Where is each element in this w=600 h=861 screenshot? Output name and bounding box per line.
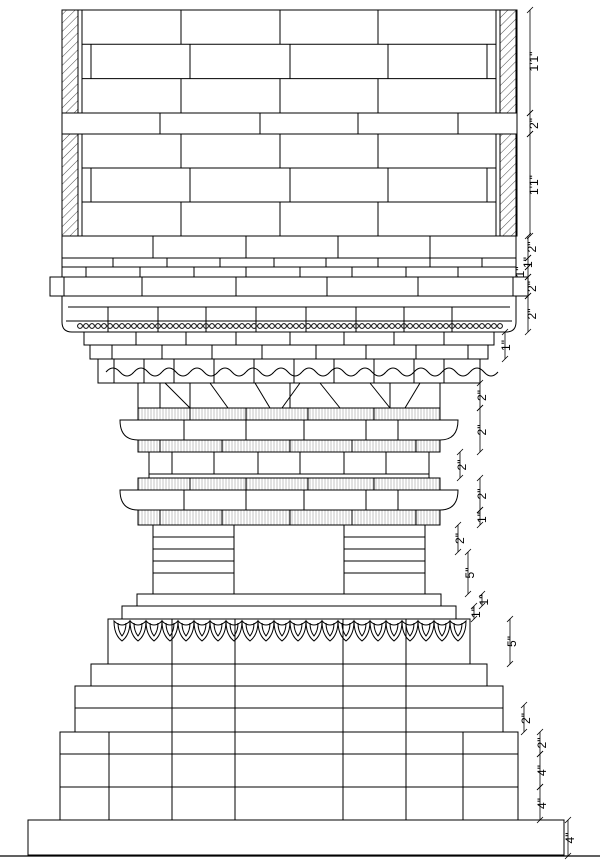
dim-slab-label: 2" [525, 281, 539, 292]
dim-cushion-upper: 2" [475, 404, 489, 456]
cornice [61, 295, 517, 333]
dim-pedestal-mid: 4" [535, 750, 549, 791]
bracket-zone [137, 382, 441, 409]
dim-cornice-label: 2" [525, 309, 539, 320]
abacus-block [49, 235, 529, 297]
upper-cushion [119, 407, 459, 453]
shaft-base [152, 524, 426, 595]
dim-shaft-upper-label: 1'1" [527, 52, 541, 72]
dim-pedestal-low: 4" [535, 783, 549, 824]
dim-cushion-step: 1" [475, 506, 489, 529]
dim-cushion-upper-label: 2" [475, 425, 489, 436]
dim-shaft-base-top: 2" [453, 521, 467, 556]
dim-neck: 2" [455, 448, 469, 482]
dim-shaft-lower: 1'1" [526, 130, 541, 240]
dim-pedestal-mid-label: 4" [535, 765, 549, 776]
lower-cushion [119, 477, 459, 526]
dim-plinth-steps-a-label: 1" [477, 595, 491, 606]
corbel-steps [83, 331, 499, 384]
pedestal-steps [59, 663, 519, 821]
dim-shaft-band: 2" [526, 109, 541, 138]
dim-abacus-top-c-label: 1" [513, 267, 527, 278]
dim-lotus-band: 5" [505, 615, 519, 668]
dim-shaft-base-label: 5" [463, 568, 477, 579]
dim-corbel-step-label: 1" [499, 340, 513, 351]
dim-plinth-steps-b: 1" [469, 602, 483, 623]
shaft-section [61, 9, 518, 237]
dim-plinth-steps-b-label: 1" [469, 607, 483, 618]
dim-abacus-top-a: 2" [524, 232, 539, 262]
dim-cornice: 2" [524, 292, 539, 336]
dim-abacus-top-a-label: 2" [525, 242, 539, 253]
plinth-steps [121, 593, 457, 620]
dim-shaft-band-label: 2" [527, 118, 541, 129]
dim-shaft-base: 5" [463, 548, 477, 598]
dim-pedestal-top: 2" [535, 728, 549, 758]
dim-shaft-base-top-label: 2" [453, 533, 467, 544]
dim-plinth-steps-a: 1" [477, 590, 491, 610]
dim-shaft-upper: 1'1" [526, 6, 541, 117]
dim-cushion-lower: 2" [475, 474, 489, 514]
dim-pedestal-top-label: 2" [535, 738, 549, 749]
dimension-annotations: 1'1"2"1'1"2"1"1"2"2"1"2"2"2"2"1"2"5"1"1"… [453, 6, 577, 860]
neck [148, 451, 430, 479]
dim-shaft-lower-label: 1'1" [527, 175, 541, 195]
dim-bracket-label: 2" [475, 390, 489, 401]
dim-cushion-lower-label: 2" [475, 489, 489, 500]
dim-steps-label: 2" [519, 713, 533, 724]
dim-base-slab-label: 4" [563, 833, 577, 844]
dim-base-slab: 4" [563, 816, 577, 860]
dim-steps: 2" [519, 701, 533, 736]
dim-cushion-step-label: 1" [475, 512, 489, 523]
dim-pedestal-low-label: 4" [535, 798, 549, 809]
dim-abacus-top-b-label: 1" [521, 257, 535, 268]
dim-corbel-step: 1" [499, 328, 513, 363]
lotus-band [107, 618, 471, 665]
dim-neck-label: 2" [455, 460, 469, 471]
dim-lotus-band-label: 5" [505, 636, 519, 647]
base-slab [0, 819, 600, 857]
